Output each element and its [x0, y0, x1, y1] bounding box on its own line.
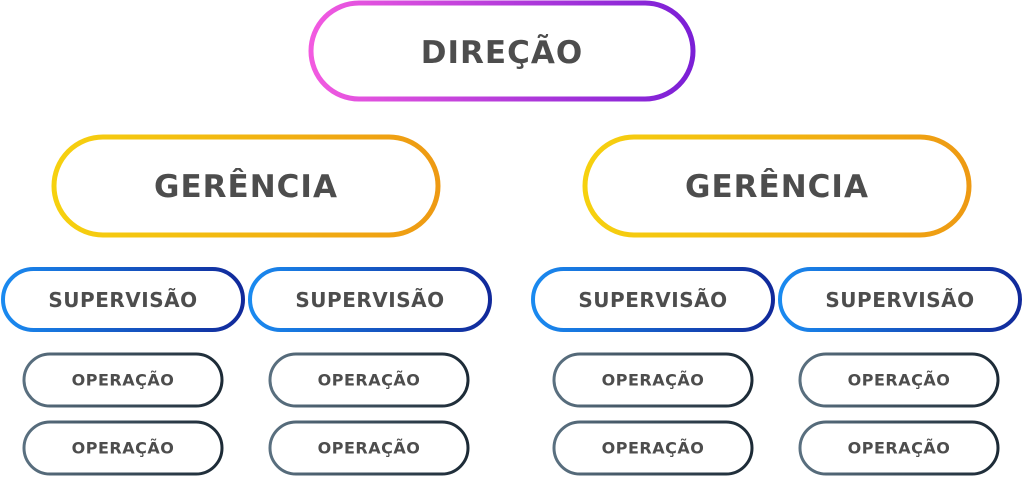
operation-label: OPERAÇÃO — [848, 371, 951, 390]
operation-label: OPERAÇÃO — [848, 439, 951, 458]
management-node-2: GERÊNCIA — [582, 134, 972, 238]
operation-label: OPERAÇÃO — [318, 371, 421, 390]
management-box — [582, 134, 972, 238]
direction-node: DIREÇÃO — [308, 0, 696, 102]
operation-label: OPERAÇÃO — [72, 371, 175, 390]
operation-label: OPERAÇÃO — [72, 439, 175, 458]
operation-label: OPERAÇÃO — [318, 439, 421, 458]
supervision-box — [778, 267, 1022, 332]
direction-label: DIREÇÃO — [421, 34, 583, 71]
supervision-node-1-1: SUPERVISÃO — [1, 267, 245, 332]
operation-node-1-2-2: OPERAÇÃO — [268, 420, 470, 476]
supervision-label: SUPERVISÃO — [295, 288, 444, 312]
operation-box — [798, 420, 1000, 476]
supervision-label: SUPERVISÃO — [578, 288, 727, 312]
management-node-1: GERÊNCIA — [51, 134, 441, 238]
operation-box — [798, 352, 1000, 408]
operation-node-2-1-1: OPERAÇÃO — [552, 352, 754, 408]
supervision-label: SUPERVISÃO — [825, 288, 974, 312]
operation-node-1-1-1: OPERAÇÃO — [22, 352, 224, 408]
operation-label: OPERAÇÃO — [602, 371, 705, 390]
supervision-box — [531, 267, 775, 332]
operation-box — [552, 420, 754, 476]
operation-node-1-2-1: OPERAÇÃO — [268, 352, 470, 408]
management-label: GERÊNCIA — [154, 169, 338, 205]
operation-label: OPERAÇÃO — [602, 439, 705, 458]
management-label: GERÊNCIA — [685, 169, 869, 205]
operation-box — [552, 352, 754, 408]
supervision-node-2-1: SUPERVISÃO — [531, 267, 775, 332]
operation-box — [22, 420, 224, 476]
operation-box — [22, 352, 224, 408]
supervision-node-2-2: SUPERVISÃO — [778, 267, 1022, 332]
management-box — [51, 134, 441, 238]
operation-node-1-1-2: OPERAÇÃO — [22, 420, 224, 476]
supervision-label: SUPERVISÃO — [48, 288, 197, 312]
operation-node-2-2-2: OPERAÇÃO — [798, 420, 1000, 476]
operation-box — [268, 352, 470, 408]
supervision-node-1-2: SUPERVISÃO — [248, 267, 492, 332]
supervision-box — [248, 267, 492, 332]
operation-node-2-1-2: OPERAÇÃO — [552, 420, 754, 476]
direction-box — [308, 0, 696, 102]
operation-box — [268, 420, 470, 476]
operation-node-2-2-1: OPERAÇÃO — [798, 352, 1000, 408]
supervision-box — [1, 267, 245, 332]
